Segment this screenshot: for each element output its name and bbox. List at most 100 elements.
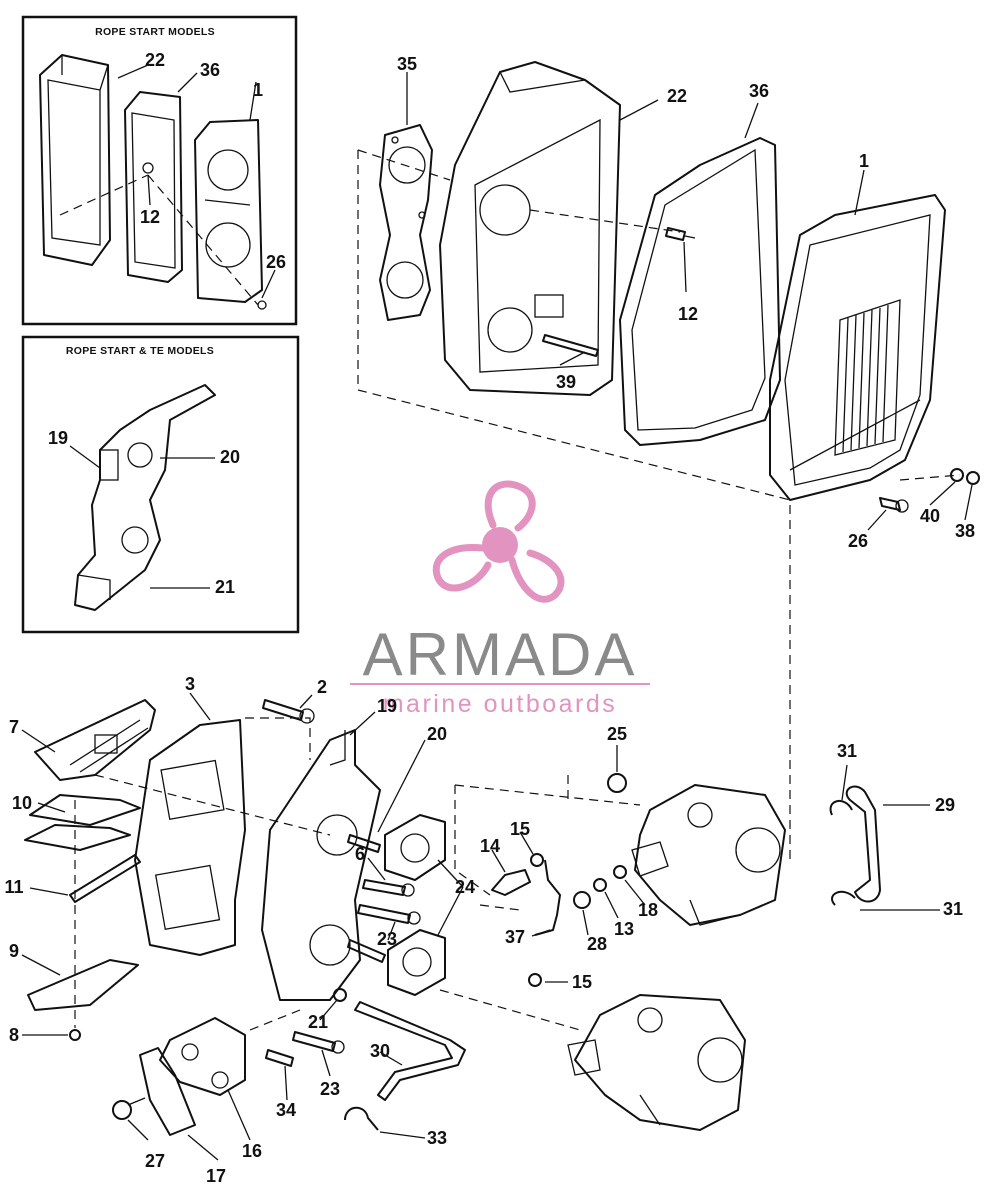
label-40: 40 bbox=[920, 506, 940, 526]
bolt-23b-icon bbox=[292, 1031, 345, 1054]
label-17: 17 bbox=[206, 1166, 226, 1186]
plate-17 bbox=[139, 1047, 196, 1136]
clip-31-icon bbox=[829, 800, 853, 816]
watermark-tagline: marine outboards bbox=[383, 690, 618, 718]
inset-label-20: 20 bbox=[220, 447, 240, 467]
inset-title: ROPE START MODELS bbox=[95, 26, 215, 38]
gasket-36 bbox=[619, 137, 781, 446]
bolt-23-icon bbox=[357, 904, 421, 925]
gasket-3 bbox=[134, 719, 246, 956]
label-39: 39 bbox=[556, 372, 576, 392]
throttle-lever-16 bbox=[159, 1017, 246, 1096]
label-26: 26 bbox=[848, 531, 868, 551]
label-28: 28 bbox=[587, 934, 607, 954]
label-14: 14 bbox=[480, 836, 500, 856]
nut-25-icon bbox=[607, 773, 627, 793]
reed-stop-11 bbox=[69, 854, 141, 903]
bolt-6-icon bbox=[362, 879, 415, 897]
inset-label-19: 19 bbox=[48, 428, 68, 448]
fuel-hose-29 bbox=[845, 785, 881, 903]
bolt-21-icon bbox=[333, 988, 347, 1002]
label-35: 35 bbox=[397, 54, 417, 74]
label-22: 22 bbox=[667, 86, 687, 106]
inset-gasket-36 bbox=[124, 91, 183, 283]
bolt-34-icon bbox=[265, 1049, 294, 1067]
clip-15-icon bbox=[530, 853, 544, 867]
label-23-upper: 23 bbox=[377, 929, 397, 949]
label-6: 6 bbox=[355, 844, 365, 864]
nut-38-icon bbox=[966, 471, 980, 485]
screw-28-icon bbox=[573, 891, 591, 909]
inset-label-26: 26 bbox=[266, 252, 286, 272]
propeller-logo-icon bbox=[432, 480, 565, 603]
label-21: 21 bbox=[308, 1012, 328, 1032]
watermark-divider bbox=[350, 683, 650, 685]
label-33: 33 bbox=[427, 1128, 447, 1148]
screw-26-icon bbox=[879, 497, 909, 513]
inset-rope-start-models: ROPE START MODELS 22 36 1 12 26 bbox=[21, 15, 298, 326]
label-37: 37 bbox=[505, 927, 525, 947]
screw-27-icon bbox=[112, 1097, 146, 1120]
gasket-35 bbox=[379, 124, 433, 321]
label-3: 3 bbox=[185, 674, 195, 694]
label-11: 11 bbox=[4, 877, 23, 897]
bolt-2-icon bbox=[262, 699, 315, 724]
label-30: 30 bbox=[370, 1041, 390, 1061]
label-34: 34 bbox=[276, 1100, 296, 1120]
housing-22 bbox=[439, 61, 621, 396]
inset-rope-start-te-models: ROPE START & TE MODELS 19 20 21 bbox=[21, 335, 300, 634]
label-10: 10 bbox=[12, 793, 32, 813]
label-24: 24 bbox=[455, 877, 475, 897]
inset-label-22: 22 bbox=[145, 50, 165, 70]
label-19: 19 bbox=[377, 696, 397, 716]
inset-screw-26-icon bbox=[257, 300, 267, 310]
label-9: 9 bbox=[9, 941, 19, 961]
inset-housing-22 bbox=[39, 54, 111, 266]
label-8: 8 bbox=[9, 1025, 19, 1045]
label-1: 1 bbox=[859, 151, 869, 171]
inset-label-36: 36 bbox=[200, 60, 220, 80]
cover-vent-grille bbox=[834, 299, 901, 456]
inset-intake-manifold-19 bbox=[74, 384, 216, 611]
gaskets-24 bbox=[384, 814, 446, 996]
inset-label-21: 21 bbox=[215, 577, 235, 597]
label-15-lower: 15 bbox=[572, 972, 592, 992]
washer-13-icon bbox=[593, 878, 607, 892]
watermark-brand: ARMADA bbox=[363, 621, 638, 688]
label-31-lower: 31 bbox=[943, 899, 963, 919]
label-20: 20 bbox=[427, 724, 447, 744]
stud-39 bbox=[542, 334, 599, 357]
label-12: 12 bbox=[678, 304, 698, 324]
label-15-upper: 15 bbox=[510, 819, 530, 839]
inset-screw-12-icon bbox=[142, 162, 154, 174]
label-7: 7 bbox=[9, 717, 19, 737]
inset-label-1: 1 bbox=[253, 80, 263, 100]
label-31-upper: 31 bbox=[837, 741, 857, 761]
label-23-lower: 23 bbox=[320, 1079, 340, 1099]
label-25: 25 bbox=[607, 724, 627, 744]
propeller-hub-icon bbox=[482, 527, 518, 563]
washer-40-icon bbox=[950, 468, 964, 482]
inset-title: ROPE START & TE MODELS bbox=[66, 345, 214, 357]
plate-9 bbox=[27, 959, 139, 1011]
link-rod-37 bbox=[534, 859, 561, 936]
clip-31b-icon bbox=[831, 890, 856, 906]
cover-1 bbox=[769, 194, 946, 501]
label-13: 13 bbox=[614, 919, 634, 939]
studs-20 bbox=[347, 834, 386, 963]
intake-manifold-19 bbox=[261, 729, 381, 1001]
armada-logo: ARMADA marine outboards bbox=[350, 480, 650, 718]
fuel-hose-30 bbox=[354, 1001, 466, 1101]
label-18: 18 bbox=[638, 900, 658, 920]
inset-label-12: 12 bbox=[140, 207, 160, 227]
reed-block-7 bbox=[34, 699, 156, 781]
linkage-14 bbox=[491, 869, 531, 896]
inset-cover-1 bbox=[194, 119, 263, 303]
label-38: 38 bbox=[955, 521, 975, 541]
reeds-10 bbox=[24, 794, 141, 851]
clip-33-icon bbox=[344, 1106, 379, 1131]
label-27: 27 bbox=[145, 1151, 165, 1171]
screw-8-icon bbox=[69, 1029, 81, 1041]
carburetor-lower bbox=[567, 994, 746, 1131]
